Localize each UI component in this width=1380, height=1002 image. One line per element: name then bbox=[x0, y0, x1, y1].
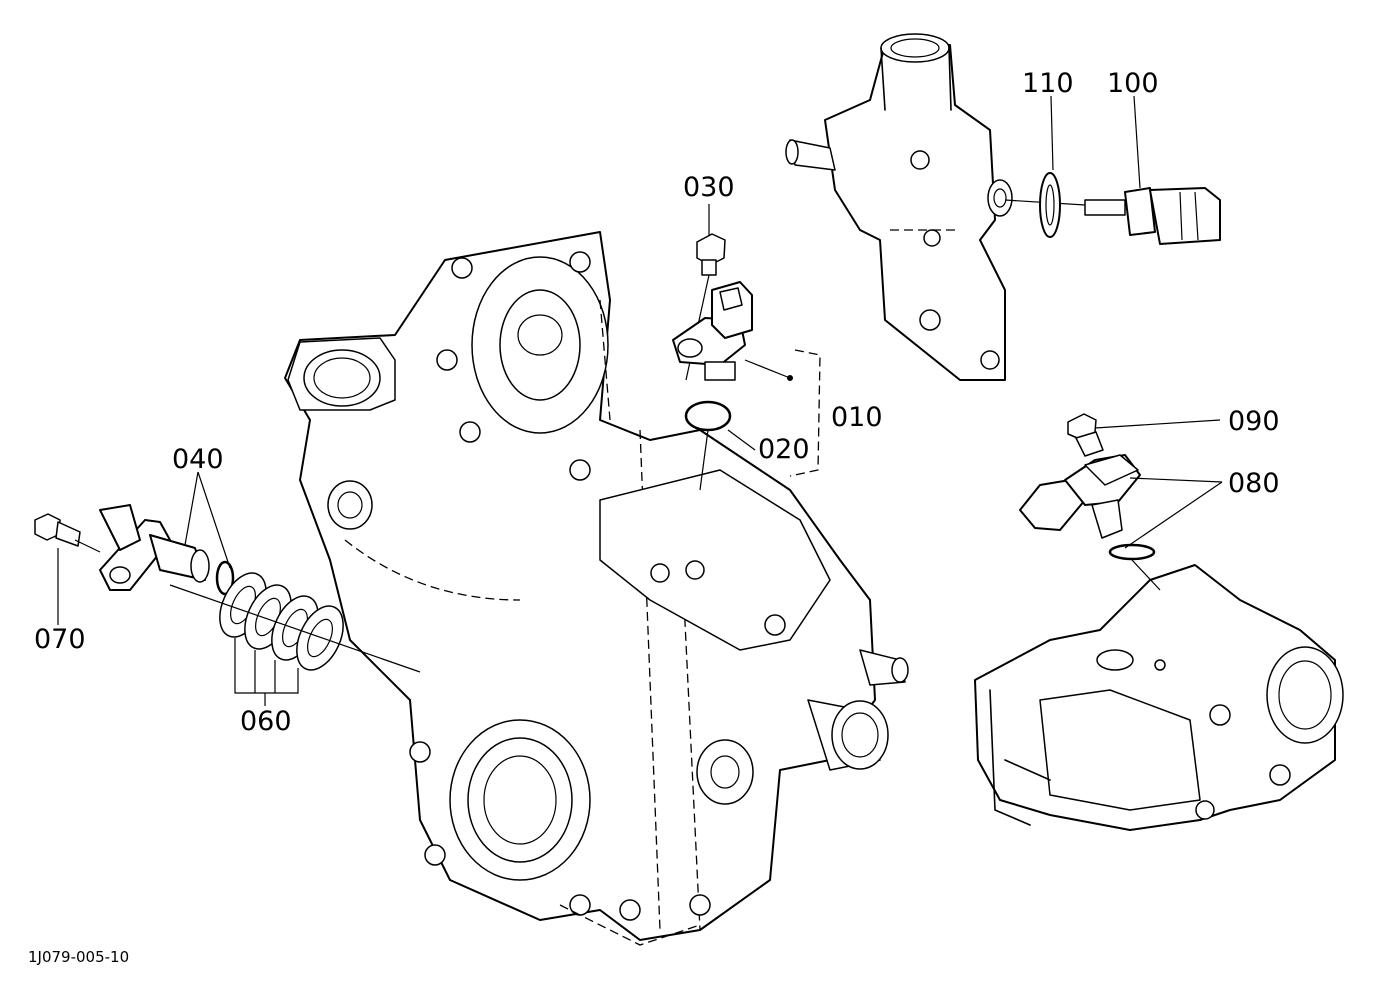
part-010-sensor bbox=[672, 281, 793, 381]
alignment-lines bbox=[74, 539, 421, 673]
callout-010: 010 bbox=[831, 402, 883, 433]
group-bracket-010 bbox=[789, 349, 821, 477]
callout-030: 030 bbox=[683, 172, 735, 203]
intake-throttle-body bbox=[974, 564, 1344, 831]
callout-100: 100 bbox=[1107, 68, 1159, 99]
part-090-bolt bbox=[1067, 413, 1104, 457]
leader-lines bbox=[57, 95, 1223, 706]
drawing-id: 1J079-005-10 bbox=[28, 948, 129, 966]
part-080-sensor bbox=[1019, 454, 1161, 591]
callout-labels: 030 110 100 010 020 090 080 040 070 060 bbox=[34, 68, 1280, 737]
callout-060: 060 bbox=[240, 706, 292, 737]
callout-070: 070 bbox=[34, 624, 86, 655]
part-040-sensor bbox=[99, 504, 235, 596]
callout-020: 020 bbox=[758, 434, 810, 465]
part-110-gasket bbox=[1039, 172, 1061, 238]
part-070-bolt bbox=[34, 513, 81, 547]
part-030-bolt bbox=[685, 233, 726, 381]
callout-090: 090 bbox=[1228, 406, 1280, 437]
part-020-o-ring bbox=[684, 400, 732, 491]
thermostat-housing bbox=[785, 33, 1013, 381]
gear-case-housing bbox=[284, 231, 909, 946]
part-060-shims bbox=[219, 572, 344, 671]
part-100-temperature-sensor bbox=[1004, 187, 1221, 245]
callout-040: 040 bbox=[172, 444, 224, 475]
callout-110: 110 bbox=[1022, 68, 1074, 99]
callout-080: 080 bbox=[1228, 468, 1280, 499]
